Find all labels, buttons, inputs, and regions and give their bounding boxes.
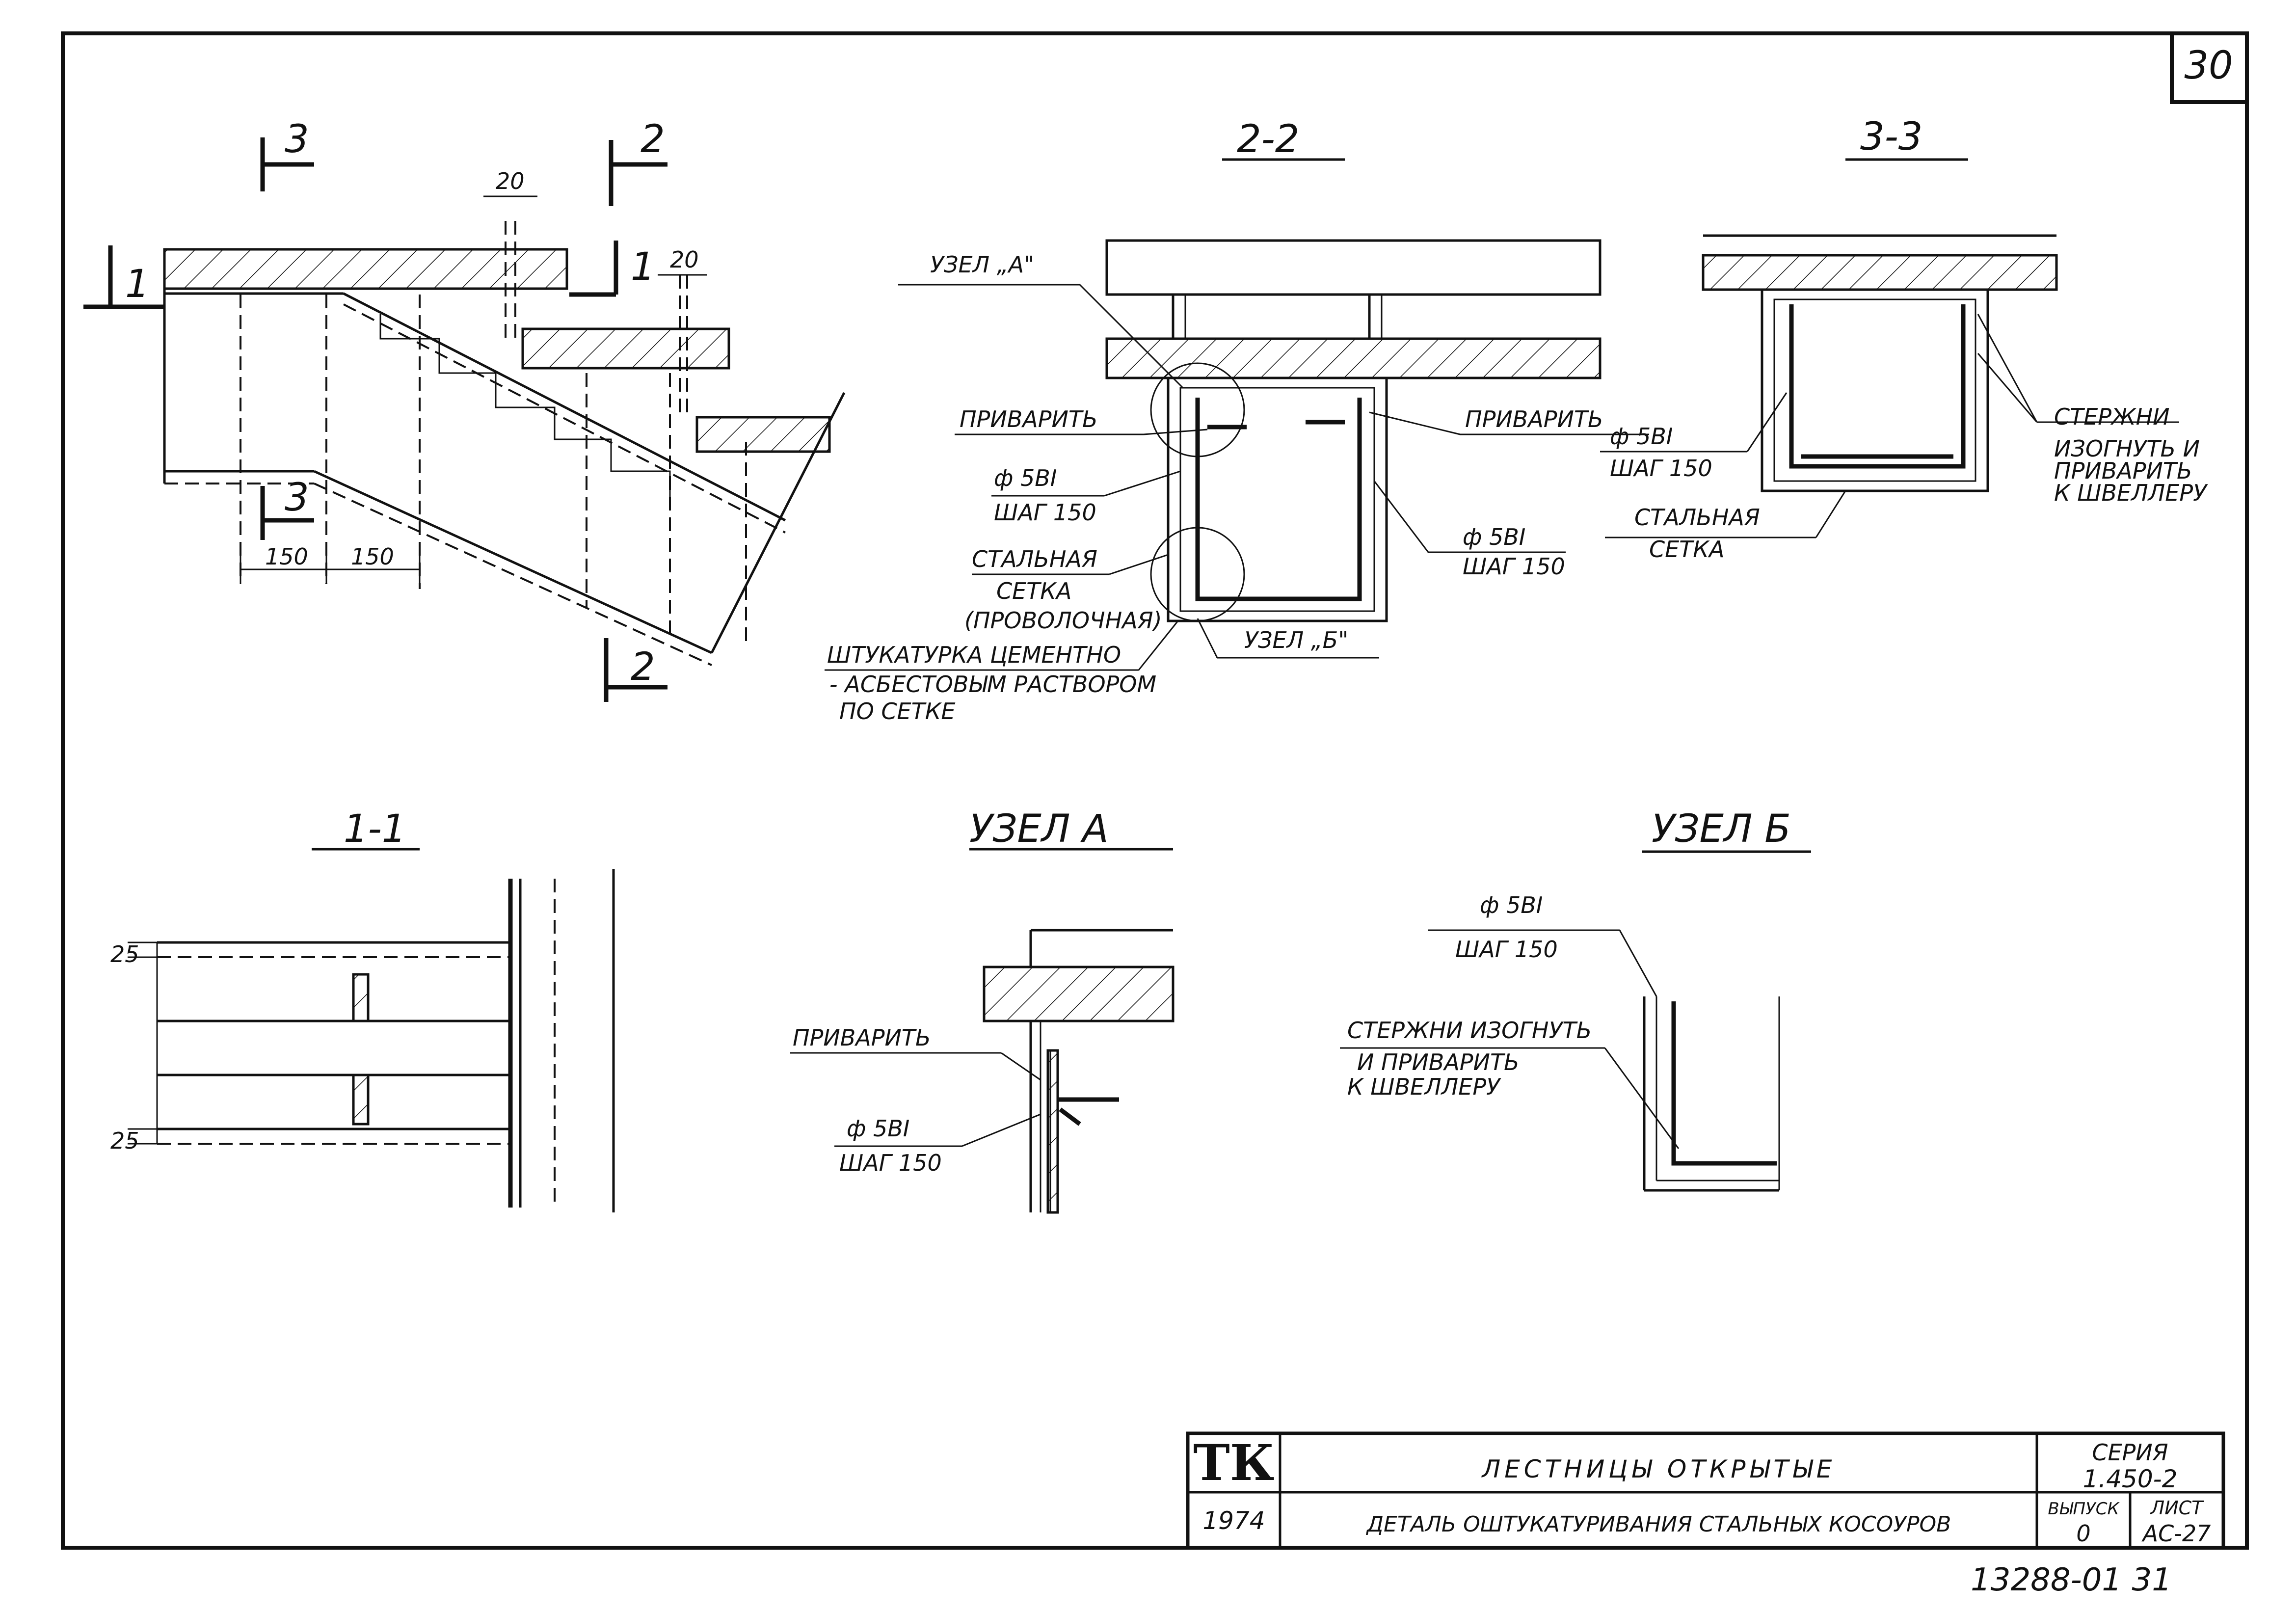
svg-text:2: 2 xyxy=(641,117,665,161)
svg-text:СТЕРЖНИ ИЗОГНУТЬ: СТЕРЖНИ ИЗОГНУТЬ xyxy=(1347,1017,1592,1044)
svg-text:ф 5ВI: ф 5ВI xyxy=(1480,892,1543,918)
section-mark-3-bottom: 3 xyxy=(260,476,314,540)
sheet-number-box: 30 xyxy=(2170,31,2249,104)
svg-text:ИЗОГНУТЬ И: ИЗОГНУТЬ И xyxy=(2054,435,2200,462)
document-number: 13288-01 31 xyxy=(1971,1562,2172,1598)
series-label: СЕРИЯ xyxy=(2092,1439,2168,1466)
svg-text:К ШВЕЛЛЕРУ: К ШВЕЛЛЕРУ xyxy=(2054,480,2208,506)
sheet-value: АС-27 xyxy=(2141,1520,2211,1547)
issue-value: 0 xyxy=(2076,1520,2090,1547)
issue-label: ВЫПУСК xyxy=(2048,1499,2120,1519)
svg-text:1: 1 xyxy=(125,262,150,306)
svg-text:ф 5ВI: ф 5ВI xyxy=(1463,524,1525,550)
section-3-3: 3-3 ф 5ВI ШАГ 150 СТАЛЬНАЯ СЕТКА СТЕРЖНИ… xyxy=(1600,115,2208,563)
svg-text:ШАГ 150: ШАГ 150 xyxy=(1455,936,1558,963)
drawing-subtitle: ДЕТАЛЬ ОШТУКАТУРИВАНИЯ СТАЛЬНЫХ КОСОУРОВ xyxy=(1366,1512,1951,1537)
sheet-number: 30 xyxy=(2184,44,2233,88)
svg-text:ф 5ВI: ф 5ВI xyxy=(994,465,1057,491)
main-elevation-view: 3 2 1 1 3 2 20 xyxy=(83,117,846,702)
svg-text:ПРИВАРИТЬ: ПРИВАРИТЬ xyxy=(960,406,1098,432)
node-b-title: УЗЕЛ Б xyxy=(1652,807,1791,851)
svg-text:- АСБЕСТОВЫМ РАСТВОРОМ: - АСБЕСТОВЫМ РАСТВОРОМ xyxy=(829,671,1156,698)
svg-text:УЗЕЛ „Б": УЗЕЛ „Б" xyxy=(1244,627,1348,653)
dimension-20-a: 20 xyxy=(483,168,537,197)
year: 1974 xyxy=(1202,1506,1265,1535)
svg-text:ШТУКАТУРКА ЦЕМЕНТНО: ШТУКАТУРКА ЦЕМЕНТНО xyxy=(827,642,1121,668)
sheet-label: ЛИСТ xyxy=(2150,1497,2205,1519)
svg-text:2: 2 xyxy=(631,645,655,689)
svg-text:ШАГ 150: ШАГ 150 xyxy=(1610,455,1712,482)
svg-text:ПРИВАРИТЬ: ПРИВАРИТЬ xyxy=(793,1024,931,1051)
section-1-1: 1-1 25 25 xyxy=(110,807,615,1212)
section-mark-2-top: 2 xyxy=(609,117,667,206)
svg-text:3: 3 xyxy=(285,476,309,520)
svg-text:СТАЛЬНАЯ: СТАЛЬНАЯ xyxy=(972,546,1097,572)
svg-text:СТЕРЖНИ: СТЕРЖНИ xyxy=(2054,403,2170,430)
section-2-2: 2-2 УЗЕЛ „А" ПРИВАРИТЬ ф 5ВI ШАГ 150 ПРИ xyxy=(825,117,1649,725)
svg-text:СТАЛЬНАЯ: СТАЛЬНАЯ xyxy=(1634,504,1760,531)
svg-text:25: 25 xyxy=(110,1128,139,1154)
svg-text:25: 25 xyxy=(110,941,139,967)
svg-text:ПРИВАРИТЬ: ПРИВАРИТЬ xyxy=(2054,457,2192,484)
dimension-25-top: 25 xyxy=(110,941,157,967)
section-3-3-title: 3-3 xyxy=(1860,115,1922,159)
svg-text:ф 5ВI: ф 5ВI xyxy=(847,1115,909,1142)
tk-logo: ТК xyxy=(1193,1434,1274,1492)
dimension-150: 150 150 xyxy=(240,543,421,584)
svg-text:1: 1 xyxy=(631,245,655,289)
svg-text:150: 150 xyxy=(351,543,394,570)
svg-text:ПО СЕТКЕ: ПО СЕТКЕ xyxy=(839,698,955,725)
dimension-20-b: 20 xyxy=(658,246,707,276)
sheet-frame xyxy=(61,31,2249,1550)
svg-text:ШАГ 150: ШАГ 150 xyxy=(839,1150,942,1176)
svg-text:СЕТКА: СЕТКА xyxy=(1649,536,1724,563)
svg-text:(ПРОВОЛОЧНАЯ): (ПРОВОЛОЧНАЯ) xyxy=(964,607,1162,634)
dimension-25-bottom: 25 xyxy=(110,1128,157,1154)
svg-text:УЗЕЛ „А": УЗЕЛ „А" xyxy=(930,251,1034,278)
svg-text:20: 20 xyxy=(496,168,525,194)
svg-text:К ШВЕЛЛЕРУ: К ШВЕЛЛЕРУ xyxy=(1347,1074,1501,1100)
svg-text:ШАГ 150: ШАГ 150 xyxy=(1463,553,1565,580)
svg-text:ПРИВАРИТЬ: ПРИВАРИТЬ xyxy=(1465,406,1603,432)
svg-text:И ПРИВАРИТЬ: И ПРИВАРИТЬ xyxy=(1357,1049,1520,1075)
node-a-detail: УЗЕЛ А ПРИВАРИТЬ ф 5ВI ШАГ 150 xyxy=(790,807,1175,1214)
svg-text:3: 3 xyxy=(285,117,309,161)
section-mark-3-top: 3 xyxy=(260,117,314,191)
section-mark-1: 1 1 xyxy=(83,241,655,309)
series-value: 1.450-2 xyxy=(2083,1465,2178,1493)
section-mark-2-bottom: 2 xyxy=(604,638,667,702)
node-a-title: УЗЕЛ А xyxy=(969,807,1109,851)
svg-text:ф 5ВI: ф 5ВI xyxy=(1610,423,1673,450)
title-block: ТК 1974 ЛЕСТНИЦЫ ОТКРЫТЫЕ ДЕТАЛЬ ОШТУКАТ… xyxy=(1186,1431,2225,1550)
svg-text:150: 150 xyxy=(265,543,308,570)
node-b-detail: УЗЕЛ Б ф 5ВI ШАГ 150 СТЕРЖНИ ИЗОГНУТЬ И … xyxy=(1340,807,1811,1192)
drawing-name: ЛЕСТНИЦЫ ОТКРЫТЫЕ xyxy=(1481,1455,1836,1483)
svg-text:СЕТКА: СЕТКА xyxy=(996,578,1071,604)
svg-text:20: 20 xyxy=(670,246,699,273)
section-1-1-title: 1-1 xyxy=(344,807,406,851)
section-2-2-title: 2-2 xyxy=(1237,117,1299,161)
svg-text:ШАГ 150: ШАГ 150 xyxy=(994,499,1096,526)
